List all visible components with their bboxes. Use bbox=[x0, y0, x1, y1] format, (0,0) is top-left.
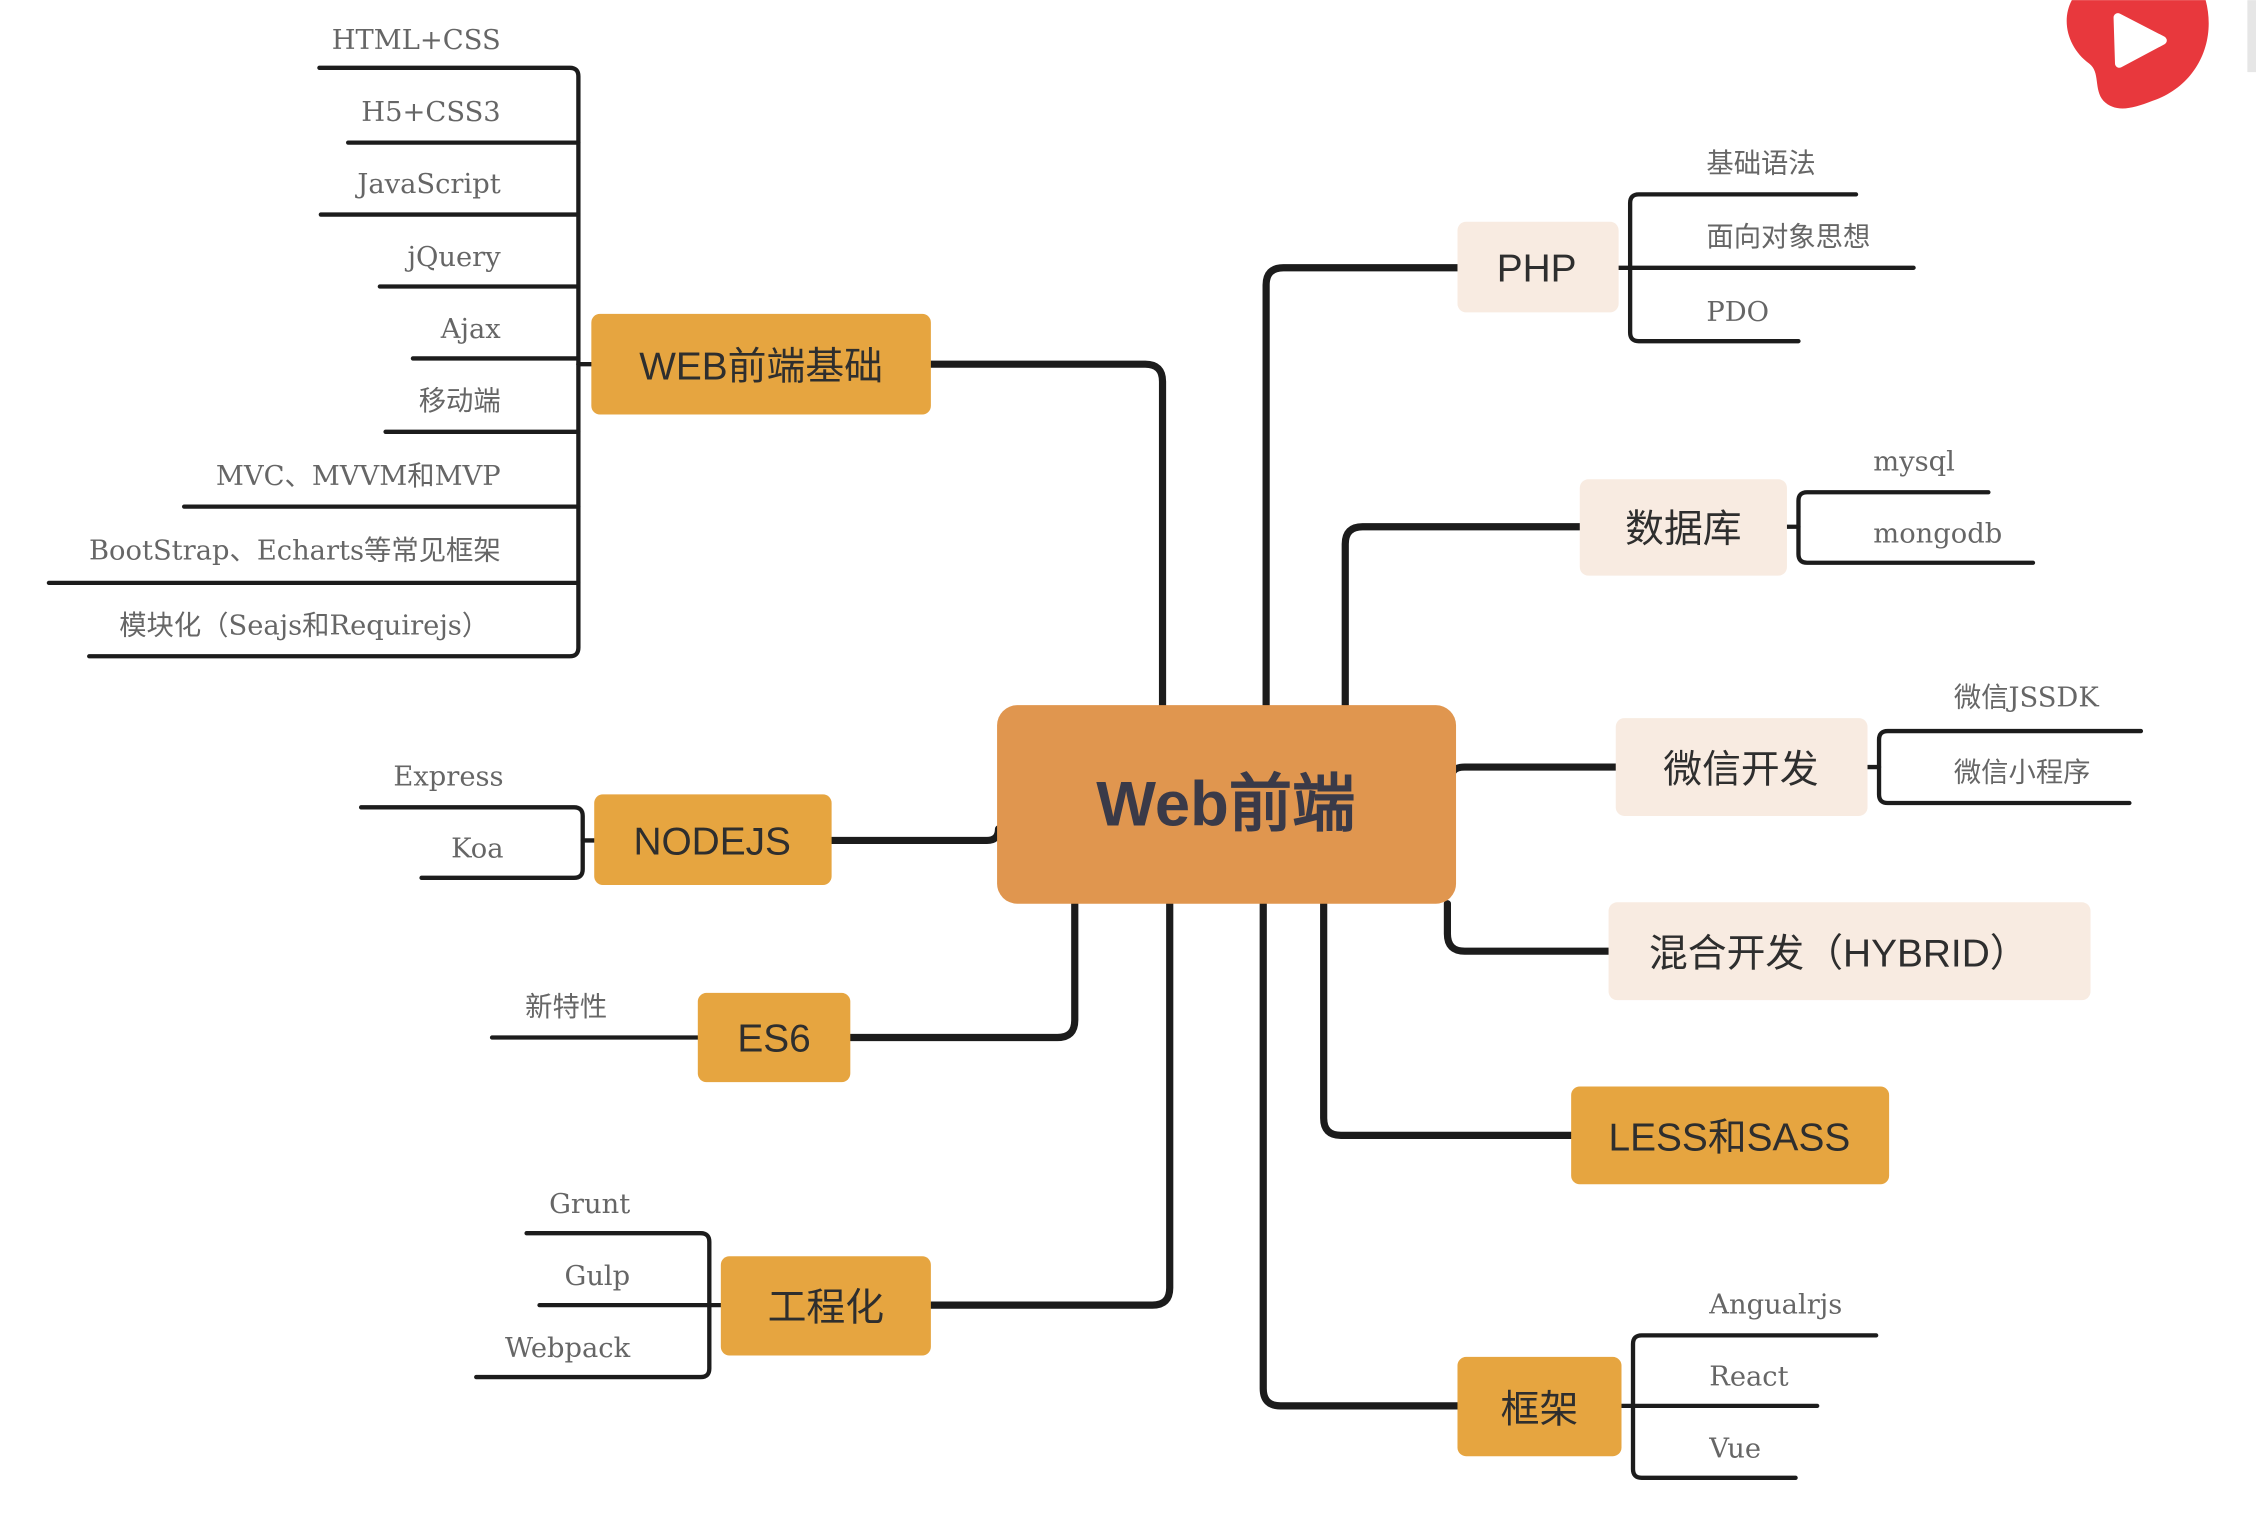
leaf-angularjs: Angualrjs bbox=[1708, 1290, 1842, 1321]
es6-box bbox=[697, 992, 851, 1083]
leaf-oop: 面向对象思想 bbox=[1706, 222, 1870, 253]
play-logo-icon bbox=[2066, 0, 2209, 109]
play-triangle bbox=[2113, 13, 2167, 68]
less-sass-label: LESS和SASS bbox=[1609, 1117, 1851, 1160]
hybrid-label: 混合开发（HYBRID） bbox=[1649, 933, 2029, 976]
connector-nodejs bbox=[828, 825, 1003, 845]
wechat-label: 微信开发 bbox=[1663, 748, 1818, 791]
edge-strip bbox=[2247, 0, 2256, 73]
php-box bbox=[1457, 221, 1619, 313]
bracket-web-basics bbox=[87, 65, 581, 659]
connector-database bbox=[1341, 523, 1584, 709]
nodejs-box bbox=[594, 794, 832, 886]
engineering-box bbox=[720, 1256, 931, 1356]
es6-label: ES6 bbox=[737, 1017, 810, 1060]
connector-less-sass bbox=[1320, 900, 1575, 1139]
central-node: Web前端 bbox=[997, 705, 1457, 904]
leaf-wechat-mini-program: 微信小程序 bbox=[1954, 757, 2091, 788]
leaf-modularization: 模块化（Seajs和Requirejs） bbox=[119, 611, 489, 642]
connector-engineering bbox=[927, 900, 1174, 1309]
branch-frameworks: Angualrjs React Vue 框架 bbox=[1457, 1290, 1879, 1480]
leaf-jquery: jQuery bbox=[405, 242, 502, 273]
leaf-mongodb: mongodb bbox=[1873, 518, 2002, 549]
leaf-grunt: Grunt bbox=[549, 1189, 630, 1220]
leaf-webpack: Webpack bbox=[505, 1333, 631, 1364]
leaf-ajax: Ajax bbox=[440, 314, 502, 345]
web-basics-box bbox=[591, 313, 931, 415]
branch-hybrid: 混合开发（HYBRID） bbox=[1608, 902, 2091, 1001]
leaf-express: Express bbox=[393, 762, 503, 793]
branch-php: 基础语法 面向对象思想 PDO PHP bbox=[1457, 149, 1916, 344]
leaf-bootstrap-echarts: BootStrap、Echarts等常见框架 bbox=[89, 536, 501, 567]
php-label: PHP bbox=[1497, 248, 1577, 291]
leaf-html-css: HTML+CSS bbox=[332, 25, 501, 56]
leaf-vue: Vue bbox=[1708, 1434, 1761, 1465]
central-node-box bbox=[997, 705, 1457, 904]
less-sass-box bbox=[1571, 1086, 1890, 1185]
hybrid-box bbox=[1608, 902, 2091, 1001]
connector-web-basics bbox=[927, 360, 1167, 709]
connector-php bbox=[1262, 264, 1462, 709]
branch-database: mysql mongodb 数据库 bbox=[1579, 447, 2036, 576]
web-basics-label: WEB前端基础 bbox=[639, 346, 883, 389]
leaf-gulp: Gulp bbox=[565, 1261, 631, 1292]
frameworks-label: 框架 bbox=[1501, 1389, 1579, 1432]
connector-wechat bbox=[1449, 763, 1620, 775]
database-label: 数据库 bbox=[1625, 508, 1742, 551]
leaf-pdo: PDO bbox=[1706, 297, 1769, 328]
branch-wechat: 微信JSSDK 微信小程序 微信开发 bbox=[1615, 682, 2144, 816]
connector-hybrid bbox=[1443, 900, 1613, 955]
branch-es6: 新特性 ES6 bbox=[489, 992, 851, 1083]
branch-web-basics: HTML+CSS H5+CSS3 JavaScript jQuery Ajax … bbox=[46, 25, 931, 659]
engineering-label: 工程化 bbox=[768, 1287, 885, 1330]
database-box bbox=[1579, 479, 1787, 576]
branch-less-sass: LESS和SASS bbox=[1571, 1086, 1890, 1185]
leaf-koa: Koa bbox=[451, 834, 503, 865]
branch-engineering: Grunt Gulp Webpack 工程化 bbox=[474, 1189, 931, 1380]
leaf-mysql: mysql bbox=[1873, 447, 1955, 478]
leaf-new-features: 新特性 bbox=[525, 992, 607, 1023]
leaf-h5-css3: H5+CSS3 bbox=[361, 97, 500, 128]
leaf-wechat-jssdk: 微信JSSDK bbox=[1954, 682, 2099, 713]
connector-es6 bbox=[846, 900, 1079, 1042]
leaf-mobile: 移动端 bbox=[419, 386, 501, 417]
leaf-basic-syntax: 基础语法 bbox=[1706, 149, 1815, 180]
frameworks-box bbox=[1457, 1356, 1622, 1457]
leaf-mvc-mvvm-mvp: MVC、MVVM和MVP bbox=[216, 461, 501, 492]
leaf-javascript: JavaScript bbox=[354, 169, 500, 200]
connector-frameworks bbox=[1259, 900, 1462, 1410]
leaf-react: React bbox=[1709, 1362, 1788, 1393]
central-node-label: Web前端 bbox=[1096, 769, 1355, 839]
wechat-box bbox=[1615, 718, 1868, 816]
nodejs-label: NODEJS bbox=[633, 820, 791, 863]
main-connectors bbox=[828, 264, 1620, 1410]
branch-nodejs: Express Koa NODEJS bbox=[358, 762, 832, 886]
